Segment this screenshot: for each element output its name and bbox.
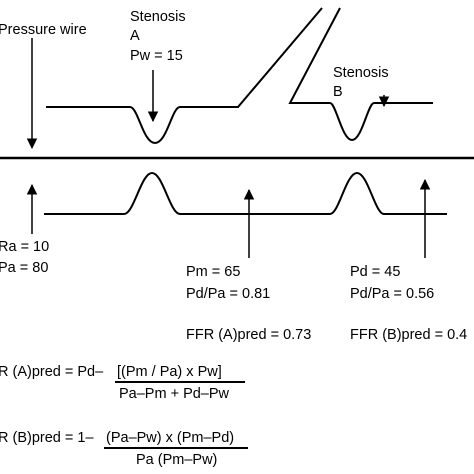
formula-b-denominator: Pa (Pm–Pw) bbox=[136, 452, 218, 468]
stenosis-a-title: Stenosis bbox=[130, 9, 186, 25]
pd-pa-a-value: Pd/Pa = 0.81 bbox=[186, 286, 271, 302]
stenosis-a-pw: Pw = 15 bbox=[130, 48, 183, 64]
pressure-trace bbox=[44, 171, 447, 215]
stenosis-b-letter: B bbox=[333, 84, 343, 100]
formula-b-left: R (B)pred = 1– bbox=[0, 430, 94, 446]
pd-pa-b-value: Pd/Pa = 0.56 bbox=[350, 286, 435, 302]
pa-value: Pa = 80 bbox=[0, 260, 49, 276]
pm-value: Pm = 65 bbox=[186, 264, 241, 280]
ffr-a-pred-value: FFR (A)pred = 0.73 bbox=[186, 327, 312, 343]
formula-a-numerator: [(Pm / Pa) x Pw] bbox=[117, 364, 222, 380]
formula-a-fraction-bar bbox=[115, 381, 245, 383]
pressure-wire-label: Pressure wire bbox=[0, 22, 87, 38]
vessel-branch-wall bbox=[288, 7, 433, 142]
ra-value: Ra = 10 bbox=[0, 239, 50, 255]
formula-a-left: R (A)pred = Pd– bbox=[0, 364, 104, 380]
formula-a-denominator: Pa–Pm + Pd–Pw bbox=[119, 386, 230, 402]
vessel-wall-upper bbox=[46, 7, 323, 145]
stenosis-b-title: Stenosis bbox=[333, 65, 389, 81]
pd-value: Pd = 45 bbox=[350, 264, 401, 280]
formula-b-fraction-bar bbox=[104, 447, 248, 449]
formula-b-numerator: (Pa–Pw) x (Pm–Pd) bbox=[106, 430, 235, 446]
ffr-b-pred-value: FFR (B)pred = 0.4 bbox=[350, 327, 468, 343]
stenosis-a-letter: A bbox=[130, 28, 140, 44]
